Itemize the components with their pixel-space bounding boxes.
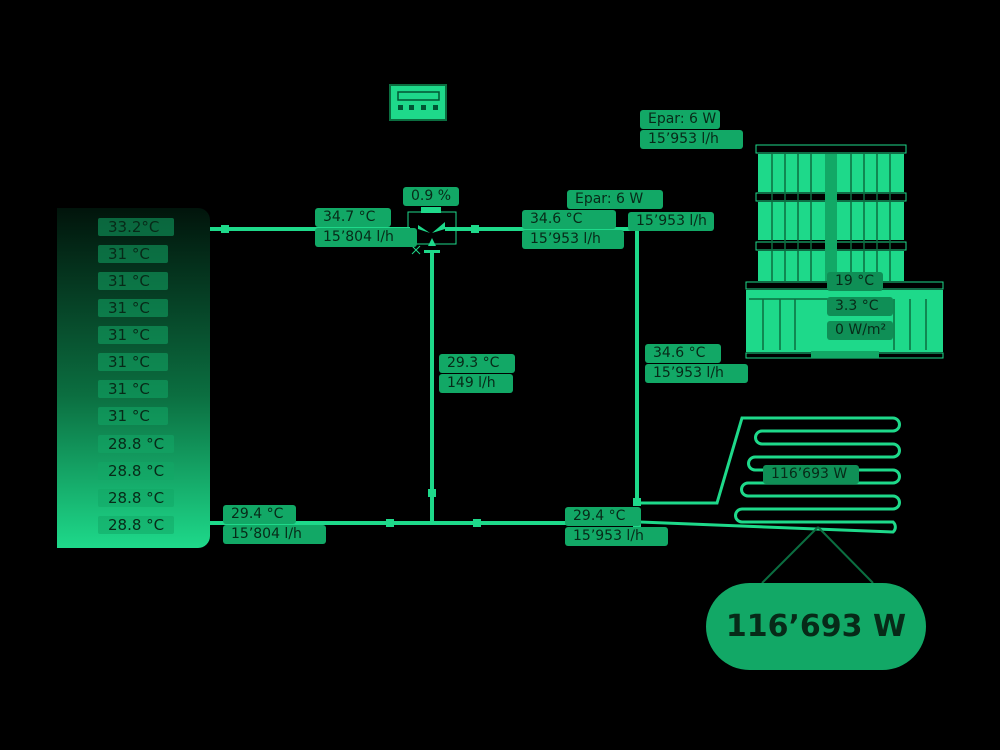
tank-temp: 31 °C xyxy=(98,326,168,344)
return-left-temp: 29.4 °C xyxy=(223,505,296,524)
supply-right-temp: 34.6 °C xyxy=(522,210,616,229)
tank-temp: 28.8 °C xyxy=(98,435,174,453)
riser-flow: 15’953 l/h xyxy=(645,364,748,383)
pump-hidden-flow: 15’953 l/h xyxy=(628,212,714,231)
total-power-bubble: 116’693 W xyxy=(706,583,926,670)
outdoor-temp: 3.3 °C xyxy=(827,297,893,316)
tank-temp: 31 °C xyxy=(98,245,168,263)
bypass-flow: 149 l/h xyxy=(439,374,513,393)
tank-temp: 31 °C xyxy=(98,299,168,317)
bypass-temp: 29.3 °C xyxy=(439,354,515,373)
tank-temp: 31 °C xyxy=(98,353,168,371)
floor-heating-power: 116’693 W xyxy=(763,465,859,484)
tank-temp: 28.8 °C xyxy=(98,516,174,534)
riser-temp: 34.6 °C xyxy=(645,344,721,363)
pump-epar: Epar: 6 W xyxy=(640,110,720,129)
controller-icon[interactable] xyxy=(389,84,447,121)
pump-flow: 15’953 l/h xyxy=(640,130,743,149)
solar-radiation: 0 W/m² xyxy=(827,321,893,340)
storage-tank[interactable]: 33.2°C 31 °C 31 °C 31 °C 31 °C 31 °C 31 … xyxy=(57,208,210,548)
valve-opening: 0.9 % xyxy=(403,187,460,206)
tank-temp: 28.8 °C xyxy=(98,489,174,507)
tank-temp: 31 °C xyxy=(98,407,168,425)
tank-temp: 28.8 °C xyxy=(98,462,174,480)
tank-temp: 31 °C xyxy=(98,380,168,398)
tank-temp: 33.2°C xyxy=(98,218,174,236)
pump-hidden-epar: Epar: 6 W xyxy=(567,190,663,209)
return-left-flow: 15’804 l/h xyxy=(223,525,326,544)
indoor-temp: 19 °C xyxy=(827,272,883,291)
return-right-temp: 29.4 °C xyxy=(565,507,641,526)
supply-left-temp: 34.7 °C xyxy=(315,208,391,227)
supply-right-flow: 15’953 l/h xyxy=(522,230,624,249)
floor-heating-coil-icon xyxy=(637,416,901,534)
supply-left-flow: 15’804 l/h xyxy=(315,228,417,247)
tank-temp: 31 °C xyxy=(98,272,168,290)
return-right-flow: 15’953 l/h xyxy=(565,527,668,546)
